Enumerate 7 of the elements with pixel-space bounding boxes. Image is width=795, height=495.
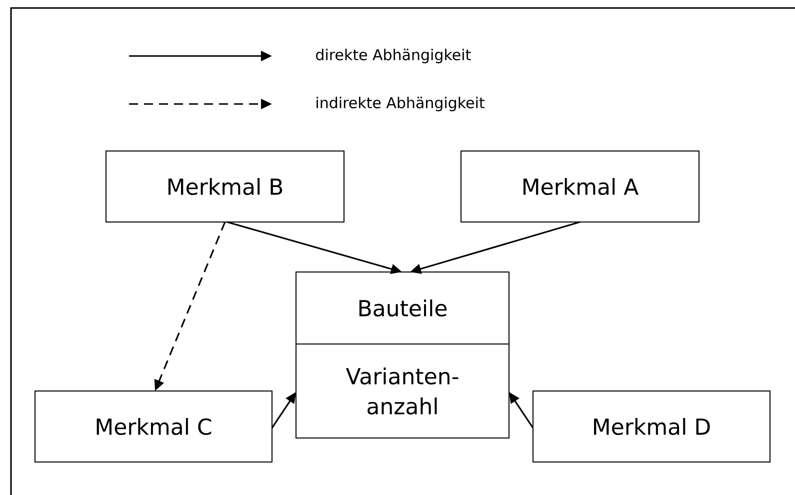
feature-box: Merkmal A [460,150,700,222]
feature-box: Merkmal B [106,150,344,222]
legend-label: indirekte Abhängigkeit [316,96,484,112]
feature-box: Merkmal C [34,390,272,462]
feature-box: Merkmal D [532,390,770,462]
legend-label: direkte Abhängigkeit [316,48,471,64]
component-box: Bauteile Varianten- anzahl [296,272,510,438]
